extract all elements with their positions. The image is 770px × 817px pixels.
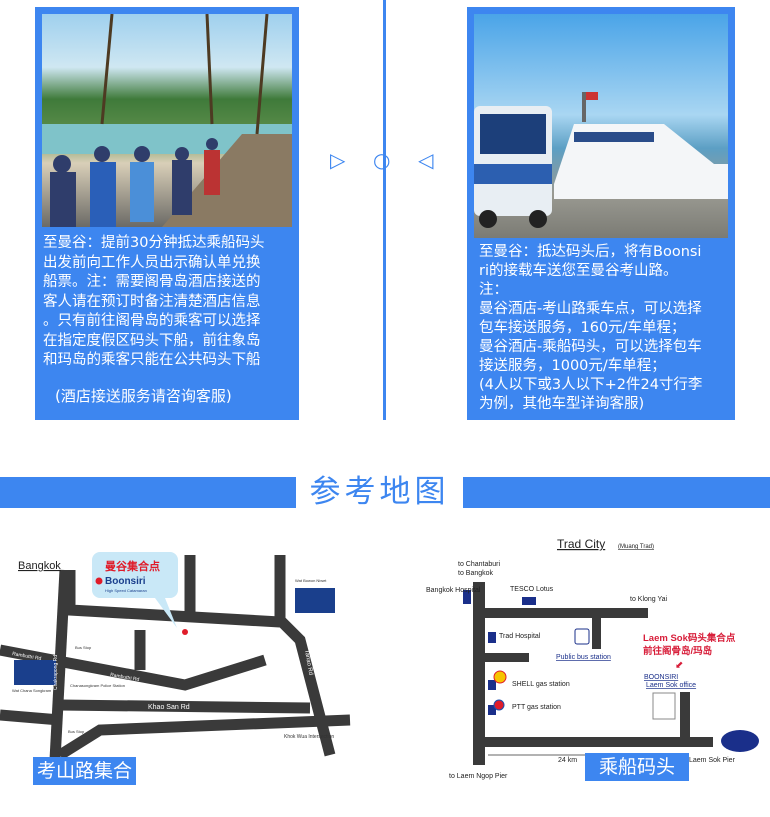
map-label: Laem Sok Pier xyxy=(689,757,736,764)
map-subtitle: (Muang Trad) xyxy=(618,544,654,550)
info-card-left: 至曼谷：提前30分钟抵达乘船码头 出发前向工作人员出示确认单兑换 船票。注：需要… xyxy=(35,7,299,420)
shell-logo-icon xyxy=(493,670,507,684)
road-label: Chakrapong Rd xyxy=(53,655,59,690)
text-line: 。只有前往阁骨岛的乘客可以选择 xyxy=(43,313,261,329)
arrow-down-icon: ⬋ xyxy=(675,660,683,671)
ferry-icon xyxy=(721,730,759,752)
map-label: Trad Hospital xyxy=(499,633,541,640)
map-label: to Chantaburi xyxy=(458,561,500,568)
text-line: ri的接载车送您至曼谷考山路。 xyxy=(479,263,678,279)
arrow-right-icon: ▷ xyxy=(330,148,346,172)
text-line: 在指定度假区码头下船，前往象岛 xyxy=(43,332,261,349)
map-label: to Bangkok xyxy=(458,570,494,577)
arrow-left-icon: ◁ xyxy=(418,148,434,172)
place-label: Bus Stop xyxy=(68,729,85,734)
text-line: (4人以下或3人以下+2件24寸行李 xyxy=(479,377,703,393)
brand-sub: High Speed Catamaran xyxy=(105,588,147,593)
wat-bowon-marker xyxy=(295,588,335,613)
road-label: Tanao Rd xyxy=(303,649,313,675)
pier-crowd-photo xyxy=(42,14,292,227)
map-label: TESCO Lotus xyxy=(510,586,554,593)
road-tanao xyxy=(274,555,336,757)
card-right-text: 至曼谷：抵达码头后，将有Boonsi ri的接载车送您至曼谷考山路。 注： 曼谷… xyxy=(479,243,731,414)
bus-icon xyxy=(574,628,590,645)
boonsiri-logo-icon xyxy=(652,692,676,720)
khaosan-meeting-tag: 考山路集合 xyxy=(33,757,137,785)
road-label: Tanee Road xyxy=(118,620,161,629)
map-label: to Klong Yai xyxy=(630,596,668,603)
road-label: Rambuttri Rd xyxy=(12,651,42,662)
wat-chana-marker xyxy=(14,660,56,685)
brand-label: Boonsiri xyxy=(105,576,146,587)
text-line: 和玛岛的乘客只能在公共码头下船 xyxy=(43,352,261,368)
info-card-right: 至曼谷：抵达码头后，将有Boonsi ri的接载车送您至曼谷考山路。 注： 曼谷… xyxy=(467,7,735,420)
map-label: to Laem Ngop Pier xyxy=(449,773,508,780)
road-label: Rambuttri Rd xyxy=(110,672,140,683)
pier-tag: 乘船码头 xyxy=(585,753,690,781)
text-line: 曼谷酒店-乘船码头，可以选择包车 xyxy=(479,339,702,355)
map-label: Public bus station xyxy=(556,654,611,661)
section-bar-right xyxy=(463,477,770,508)
road-chakrapong xyxy=(49,569,71,761)
callout-line: 前往阁骨岛/玛岛 xyxy=(643,645,712,657)
map-title: Trad City xyxy=(557,537,605,551)
timeline-divider xyxy=(383,0,386,420)
map-label: Bangkok Hospital xyxy=(426,587,481,594)
place-label: Khok Wua Intersection xyxy=(284,734,334,740)
callout-title: 曼谷集合点 xyxy=(105,559,160,573)
text-line: 客人请在预订时备注清楚酒店信息 xyxy=(43,293,261,310)
ptt-logo-icon xyxy=(493,699,505,711)
photo-illustration xyxy=(474,92,728,228)
map-label: Laem Sok office xyxy=(646,682,696,689)
place-label: Bus Stop xyxy=(75,645,92,650)
trad-map: Trad City (Muang Trad) to Chantaburi to … xyxy=(426,537,759,780)
bus-ferry-photo xyxy=(474,14,728,238)
bangkok-map: 曼谷集合点 Boonsiri High Speed Catamaran Bang… xyxy=(0,552,351,761)
photo-illustration xyxy=(42,14,292,227)
text-line: 注： xyxy=(479,282,508,298)
circle-icon: ○ xyxy=(373,148,391,172)
location-dot-icon xyxy=(182,629,188,635)
road-tanee xyxy=(64,570,281,628)
text-line: 包车接送服务，160元/车单程； xyxy=(479,320,686,336)
road-ratchadamnoen xyxy=(57,714,351,760)
text-line: 接送服务，1000元/车单程； xyxy=(479,358,666,374)
text-line: 曼谷酒店-考山路乘车点，可以选择 xyxy=(479,301,702,317)
place-label: Chanasongkram Police Station xyxy=(70,683,125,688)
map-label: 24 km xyxy=(558,757,577,764)
card-left-text: 至曼谷：提前30分钟抵达乘船码头 出发前向工作人员出示确认单兑换 船票。注：需要… xyxy=(43,234,295,371)
section-title: 参考地图 xyxy=(309,474,450,510)
text-line: 至曼谷：抵达码头后，将有Boonsi xyxy=(479,244,702,260)
map-label: SHELL gas station xyxy=(512,681,570,688)
section-bar-left xyxy=(0,477,296,508)
road-label: Ratchadamnoen Klang Rd xyxy=(115,740,192,754)
card-left-note: (酒店接送服务请咨询客服) xyxy=(55,387,232,405)
callout-line: Laem Sok码头集合点 xyxy=(643,632,736,644)
road-label: Khao San Rd xyxy=(148,704,190,711)
callout-bubble xyxy=(92,552,178,628)
road-khaosan xyxy=(59,699,311,714)
text-line: 出发前向工作人员出示确认单兑换 xyxy=(43,254,261,271)
map-label: BOONSIRI xyxy=(644,674,678,681)
text-line: 为例，其他车型详询客服) xyxy=(479,396,645,412)
text-line: 至曼谷：提前30分钟抵达乘船码头 xyxy=(43,235,265,251)
map-label: PTT gas station xyxy=(512,704,561,711)
map-title: Bangkok xyxy=(18,560,61,572)
text-line: 船票。注：需要阁骨岛酒店接送的 xyxy=(43,274,261,290)
location-dot-icon xyxy=(95,577,103,585)
place-label: Wat Bowon Niwet xyxy=(295,578,327,583)
place-label: Wat Chana Songkram xyxy=(12,688,52,693)
